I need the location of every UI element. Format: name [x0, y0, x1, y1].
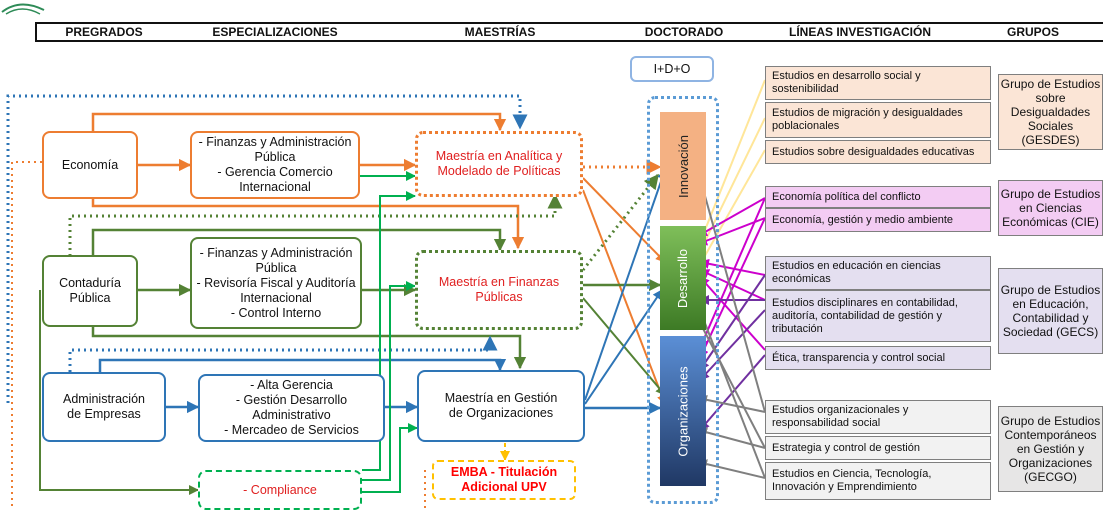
grupo-gecgo: Grupo de Estudios Contemporáneos en Gest… — [998, 406, 1103, 492]
grupo-cie: Grupo de Estudios en Ciencias Económicas… — [998, 180, 1103, 236]
doctorado-idi-label: I+D+O — [630, 56, 714, 82]
pregrado-economia: Economía — [42, 131, 138, 199]
grupo-gecs: Grupo de Estudios en Educación, Contabil… — [998, 268, 1103, 354]
pregrado-administracion: Administración de Empresas — [42, 372, 166, 442]
especializacion-compliance: - Compliance — [198, 470, 362, 510]
linea-educacion-ciencias: Estudios en educación en ciencias económ… — [765, 256, 991, 290]
linea-desarrollo-social: Estudios en desarrollo social y sostenib… — [765, 66, 991, 100]
header-especializaciones: ESPECIALIZACIONES — [212, 25, 338, 39]
especializacion-administracion: - Alta Gerencia - Gestión Desarrollo Adm… — [198, 374, 385, 442]
linea-organizacionales: Estudios organizacionales y responsabili… — [765, 400, 991, 434]
header-doctorado: DOCTORADO — [644, 25, 724, 39]
maestria-finanzas: Maestría en Finanzas Públicas — [415, 250, 583, 330]
header-lineas: LÍNEAS INVESTIGACIÓN — [788, 25, 931, 39]
especializacion-contaduria: - Finanzas y Administración Pública - Re… — [190, 237, 362, 329]
doctorado-container — [647, 96, 719, 504]
linea-migracion: Estudios de migración y desigualdades po… — [765, 102, 991, 138]
grupo-gesdes: Grupo de Estudios sobre Desigualdades So… — [998, 74, 1103, 150]
header-grupos: GRUPOS — [1006, 25, 1059, 39]
header-band — [35, 22, 1103, 42]
innovacion-label: Innovación — [675, 134, 691, 198]
linea-medio-ambiente: Economía, gestión y medio ambiente — [765, 208, 991, 232]
doctorado-desarrollo: Desarrollo — [660, 226, 706, 330]
linea-etica: Ética, transparencia y control social — [765, 346, 991, 370]
logo-icon — [1, 3, 45, 15]
header-pregrados: PREGRADOS — [65, 25, 143, 39]
doctorado-organizaciones: Organizaciones — [660, 336, 706, 486]
maestria-analitica: Maestría en Analítica y Modelado de Polí… — [415, 131, 583, 197]
linea-ciencia-tecnologia: Estudios en Ciencia, Tecnología, Innovac… — [765, 462, 991, 500]
especializacion-economia: - Finanzas y Administración Pública - Ge… — [190, 131, 360, 199]
linea-estrategia: Estrategia y control de gestión — [765, 436, 991, 460]
organizaciones-label: Organizaciones — [675, 365, 691, 457]
maestria-emba: EMBA - Titulación Adicional UPV — [432, 460, 576, 500]
linea-economia-conflicto: Economía política del conflicto — [765, 186, 991, 208]
maestria-gestion: Maestría en Gestión de Organizaciones — [417, 370, 585, 442]
doctorado-innovacion: Innovación — [660, 112, 706, 220]
header-maestrias: MAESTRÍAS — [464, 25, 536, 39]
pregrado-contaduria: Contaduría Pública — [42, 255, 138, 327]
linea-desigualdades-educativas: Estudios sobre desigualdades educativas — [765, 140, 991, 164]
linea-disciplinares-contabilidad: Estudios disciplinares en contabilidad, … — [765, 290, 991, 342]
desarrollo-label: Desarrollo — [675, 248, 691, 308]
